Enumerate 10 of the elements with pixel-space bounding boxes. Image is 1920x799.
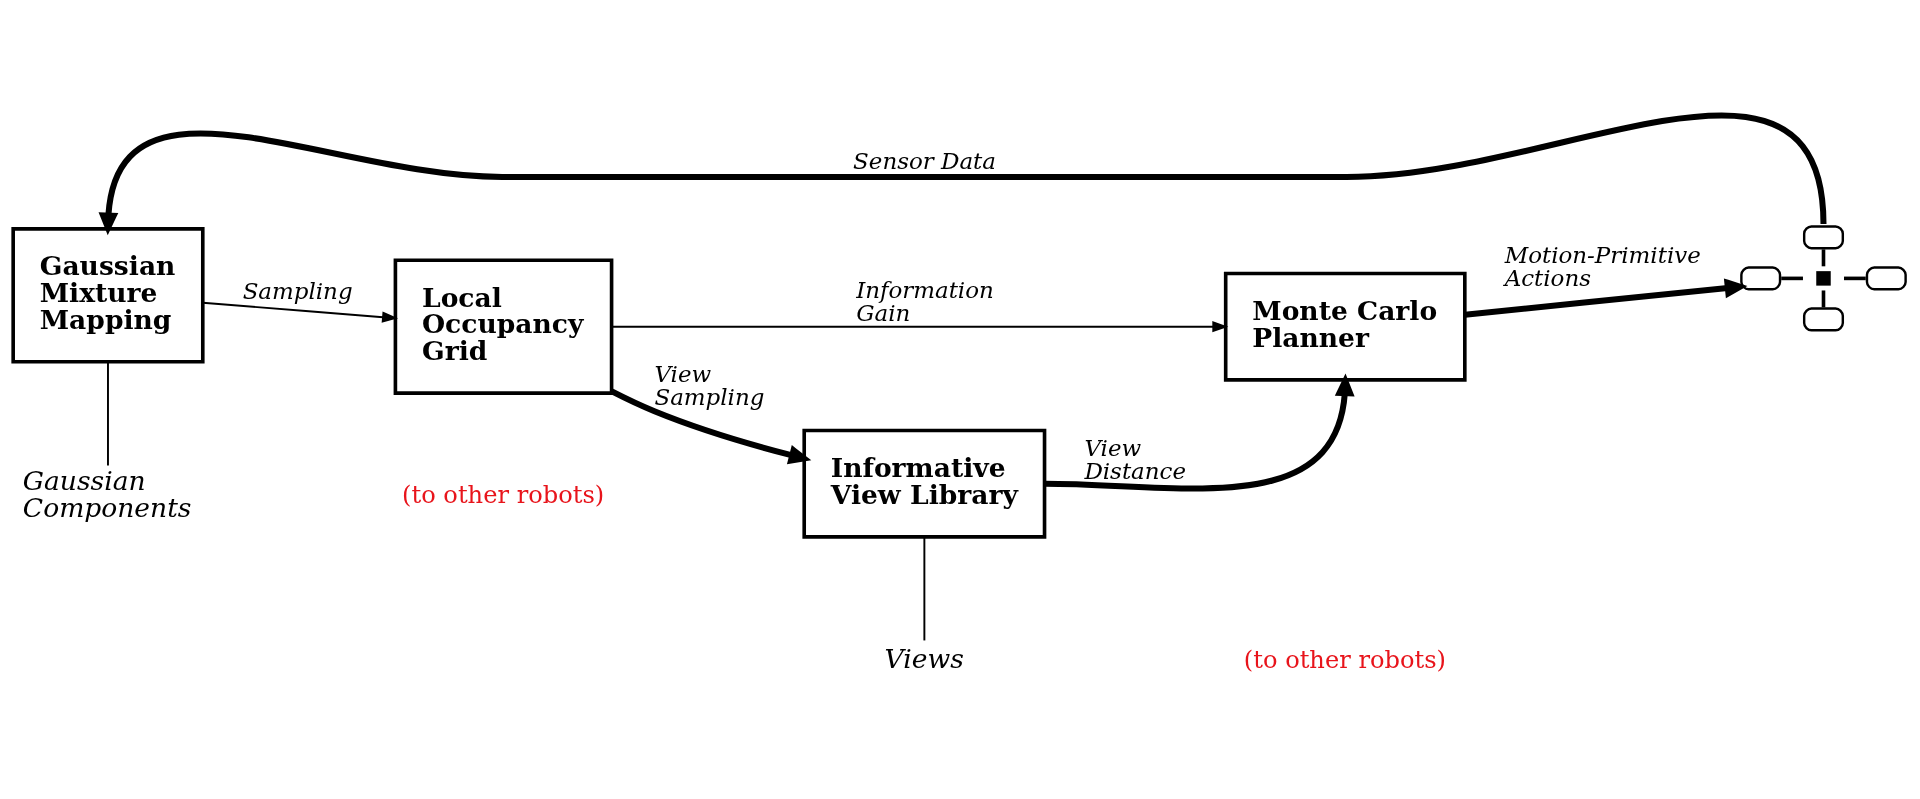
edge-label: Information Gain: [856, 276, 994, 326]
edge-label: Sensor Data: [853, 147, 996, 174]
node-text: Views: [884, 642, 964, 674]
node-text: Gaussian Components: [22, 465, 192, 524]
edge-label: Sampling: [242, 278, 353, 305]
edge-label: View Sampling: [654, 361, 765, 411]
label: (to other robots): [402, 481, 605, 510]
label: (to other robots): [1243, 646, 1446, 675]
edge-label: Motion-Primitive Actions: [1504, 241, 1701, 291]
edge-label: View Distance: [1084, 435, 1186, 485]
